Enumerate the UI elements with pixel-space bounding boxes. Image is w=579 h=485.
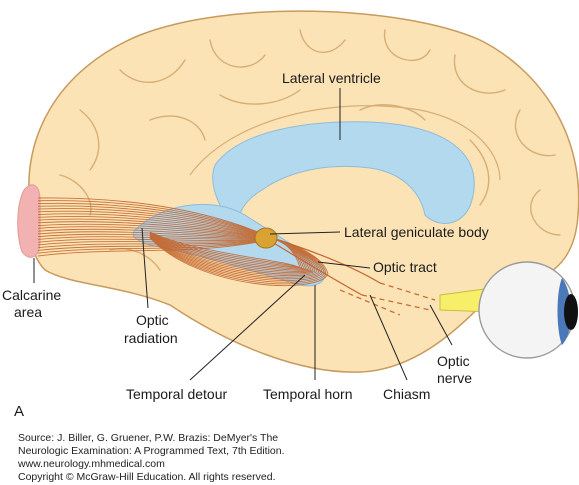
radiation-fiber: [37, 197, 259, 233]
source-line-3: www.neurology.mhmedical.com: [18, 458, 165, 470]
label-temporal-horn: Temporal horn: [263, 386, 353, 402]
label-lateral-geniculate-body: Lateral geniculate body: [344, 224, 489, 240]
label-optic-tract: Optic tract: [373, 259, 437, 275]
source-line-1: Source: J. Biller, G. Gruener, P.W. Braz…: [18, 432, 279, 444]
radiation-fiber: [37, 205, 259, 234]
brain-sulci: [59, 29, 561, 271]
source-line-2: Neurologic Examination: A Programmed Tex…: [18, 445, 285, 457]
label-optic-radiation-line1: Optic: [136, 312, 169, 328]
radiation-fiber: [37, 231, 259, 239]
label-temporal-detour: Temporal detour: [126, 386, 228, 402]
radiation-fiber: [37, 240, 259, 251]
label-calcarine-area-line1: Calcarine: [2, 287, 61, 303]
label-lateral-ventricle: Lateral ventricle: [282, 70, 381, 86]
label-optic-radiation-line2: radiation: [124, 330, 178, 346]
leader-lines: [33, 88, 453, 381]
radiation-fiber: [37, 221, 259, 237]
panel-letter: A: [14, 403, 24, 420]
label-optic-nerve-line1: Optic: [437, 353, 470, 369]
radiation-fiber: [37, 228, 259, 239]
radiation-fiber: [37, 210, 259, 235]
temporal-detour-fibers: [149, 231, 329, 287]
label-chiasm: Chiasm: [383, 386, 430, 402]
radiation-fiber: [37, 233, 259, 240]
radiation-fiber: [37, 213, 259, 236]
radiation-fiber: [37, 236, 259, 240]
calcarine-area-shape: [17, 184, 41, 258]
pupil-shape: [564, 294, 578, 330]
radiation-fiber: [37, 202, 259, 234]
radiation-fiber: [37, 223, 259, 238]
radiation-fiber: [37, 241, 259, 254]
label-calcarine-area-line2: area: [14, 304, 42, 320]
lateral-geniculate-body-shape: [254, 227, 278, 249]
radiation-fiber: [37, 238, 259, 243]
radiation-fiber: [37, 200, 259, 233]
corpus-callosum-outline: [189, 105, 501, 181]
radiation-fiber: [37, 208, 259, 235]
optic-radiation-fibers: [37, 197, 259, 257]
radiation-fiber: [37, 216, 259, 236]
radiation-fiber: [37, 218, 259, 237]
optic-tract-fibers: [271, 237, 436, 316]
radiation-fiber: [37, 240, 259, 249]
source-line-4: Copyright © McGraw-Hill Education. All r…: [18, 471, 276, 483]
eyeball: [478, 261, 578, 359]
label-optic-nerve-line2: nerve: [437, 370, 472, 386]
source-citation: Source: J. Biller, G. Gruener, P.W. Braz…: [18, 432, 418, 484]
radiation-fiber: [37, 239, 259, 246]
radiation-fiber: [37, 241, 259, 257]
radiation-fiber: [37, 226, 259, 238]
